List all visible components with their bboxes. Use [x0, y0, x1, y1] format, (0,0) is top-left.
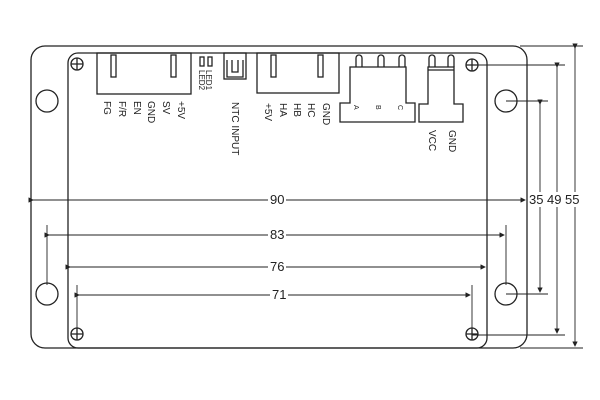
pin-label: EN	[131, 101, 142, 115]
pin-label: A	[352, 105, 359, 110]
led-label: LED1	[204, 70, 213, 91]
led-1	[199, 56, 205, 67]
pin-label: B	[374, 105, 381, 110]
pin-label: GND	[446, 130, 457, 153]
pin-label: GND	[320, 103, 331, 126]
ntc-connector	[223, 52, 247, 80]
pin-label: HB	[291, 103, 302, 117]
dim-label-83: 83	[268, 227, 287, 242]
dim-label-71: 71	[270, 287, 289, 302]
power-connector	[418, 66, 464, 123]
pin-label: SV	[160, 101, 171, 115]
hall-connector	[256, 52, 340, 94]
dim-label-76: 76	[268, 259, 287, 274]
control-connector	[96, 52, 192, 95]
ntc-label: NTC INPUT	[229, 102, 240, 156]
screw-hole	[70, 57, 84, 71]
pin-label: HC	[305, 103, 316, 118]
dim-label-55: 55	[565, 192, 580, 207]
mount-hole	[35, 89, 59, 113]
dim-label-49: 49	[547, 192, 562, 207]
pin-label: GND	[145, 101, 156, 124]
pin-label: C	[396, 105, 403, 111]
pin-label: +5V	[262, 103, 273, 122]
pin-label: +5V	[175, 101, 186, 120]
screw-hole	[465, 327, 479, 341]
dim-label-35: 35	[529, 192, 544, 207]
pin-label: FG	[101, 101, 112, 115]
screw-hole	[70, 327, 84, 341]
pin-label: VCC	[426, 130, 437, 152]
pin-label: F/R	[116, 101, 127, 118]
dim-label-90: 90	[268, 192, 287, 207]
mount-hole	[35, 282, 59, 306]
motor-connector	[339, 66, 416, 123]
led-label: LED2	[197, 70, 206, 91]
led-2	[207, 56, 213, 67]
pin-label: HA	[277, 103, 288, 117]
